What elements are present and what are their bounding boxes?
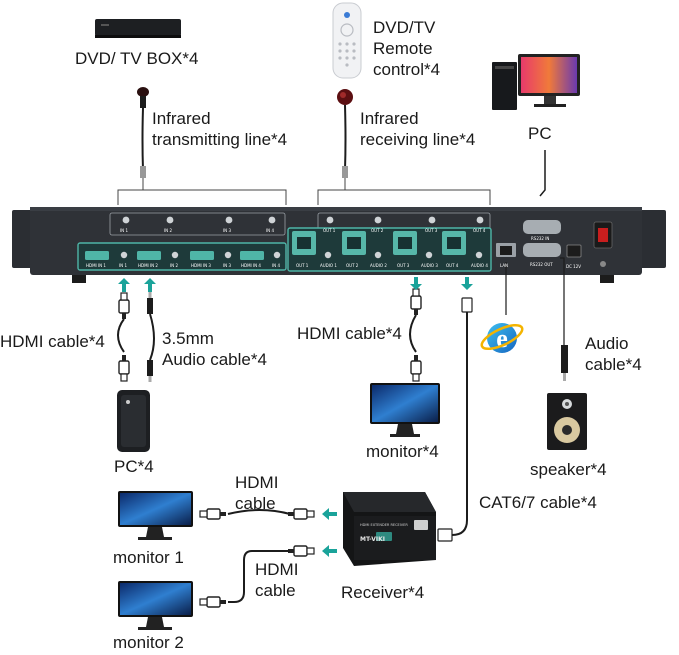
hdmi-cable-bottom-label: HDMI cable (255, 560, 299, 600)
pc-serial-cable (539, 150, 546, 197)
monitor-2-icon (118, 581, 193, 630)
arrow-down-icon (410, 277, 422, 290)
arrow-left-icon (322, 545, 337, 557)
hdmi-cable-left-label: HDMI cable*4 (0, 332, 105, 351)
arrow-left-icon (322, 508, 337, 520)
ir-transmitting-label: Infrared transmitting line*4 (152, 109, 288, 149)
hdmi-cable-to-monitor-2 (199, 545, 315, 608)
monitor-2-label: monitor 2 (113, 633, 184, 652)
hdmi-cable-mid (409, 288, 422, 382)
svg-text:e: e (496, 324, 508, 353)
receiver-icon (343, 492, 436, 566)
monitor-1-icon (118, 491, 193, 540)
dvd-box-icon (95, 19, 181, 38)
internet-explorer-icon: e (480, 323, 524, 353)
receiver-label: Receiver*4 (341, 583, 425, 602)
hdmi-cable-left (117, 292, 130, 382)
arrow-down-icon (461, 277, 473, 290)
arrow-up-icon (118, 278, 130, 292)
remote-control-icon (332, 2, 362, 79)
cat-cable (437, 297, 473, 542)
audio-cable-left-label: 3.5mm Audio cable*4 (162, 329, 267, 369)
pc-tower-icon (117, 390, 150, 452)
audio-cable-right (560, 257, 568, 381)
pc-top-label: PC (528, 124, 552, 143)
hdmi-cable-to-monitor-1 (199, 508, 315, 520)
speaker-icon (547, 393, 587, 450)
hdmi-cable-mid-label: HDMI cable*4 (297, 324, 402, 343)
hdmi-cable-top-label: HDMI cable (235, 473, 279, 513)
arrow-up-icon (144, 278, 156, 292)
ir-transmitter-icon (137, 87, 149, 178)
pc-top-icon (492, 54, 580, 110)
audio-cable-left (147, 292, 155, 382)
audio-cable-right-label: Audio cable*4 (585, 334, 642, 374)
speaker-label: speaker*4 (530, 460, 607, 479)
cat-cable-label: CAT6/7 cable*4 (479, 493, 597, 512)
signal-arrows (118, 277, 473, 557)
matrix-device (12, 207, 666, 283)
monitor-mid-label: monitor*4 (366, 442, 439, 461)
dvd-box-label: DVD/ TV BOX*4 (75, 49, 199, 68)
ir-receiving-label: Infrared receiving line*4 (360, 109, 476, 149)
ir-receiver-icon (337, 89, 353, 178)
pc-left-label: PC*4 (114, 457, 154, 476)
monitor-mid-icon (370, 383, 440, 437)
monitor-1-label: monitor 1 (113, 548, 184, 567)
remote-label: DVD/TV Remote control*4 (373, 18, 441, 79)
